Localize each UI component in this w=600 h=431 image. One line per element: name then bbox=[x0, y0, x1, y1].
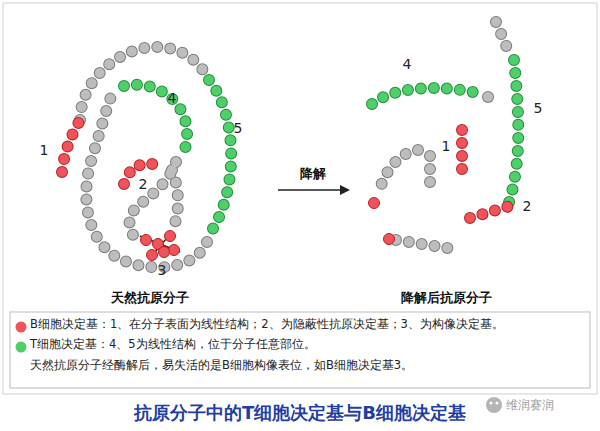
legend-frame bbox=[10, 312, 590, 388]
bead-chains bbox=[62, 22, 518, 267]
callout-number: 5 bbox=[534, 100, 543, 117]
callout-number: 1 bbox=[442, 138, 451, 155]
degradation-arrow bbox=[278, 189, 348, 191]
figure-caption: 天然抗原分子 bbox=[111, 290, 189, 306]
callout-number: 5 bbox=[234, 120, 243, 137]
title: 抗原分子中的T细胞决定基与B细胞决定基 bbox=[134, 402, 466, 424]
callout-number: 4 bbox=[403, 56, 412, 73]
red-ends bbox=[369, 198, 395, 245]
legend-swatch bbox=[15, 341, 27, 353]
legend-text: B细胞决定基：1、在分子表面为线性结构；2、为隐蔽性抗原决定基；3、为构像决定基… bbox=[30, 318, 504, 332]
watermark-icon bbox=[486, 397, 502, 413]
legend-dot bbox=[16, 322, 27, 333]
conformational-epitope bbox=[140, 231, 180, 261]
callout-number: 2 bbox=[139, 176, 148, 193]
callout-number: 3 bbox=[158, 262, 167, 279]
legend-swatch bbox=[15, 321, 27, 333]
callout-number: 4 bbox=[168, 90, 177, 107]
legend-note: 天然抗原分子经酶解后，易失活的是B细胞构像表位，如B细胞决定基3。 bbox=[30, 359, 413, 373]
arrow-label: 降解 bbox=[300, 166, 326, 182]
figure-caption: 降解后抗原分子 bbox=[401, 290, 492, 306]
callout-number: 2 bbox=[523, 198, 532, 215]
watermark: 维润赛润 bbox=[506, 398, 554, 412]
callout-number: 1 bbox=[40, 142, 49, 159]
legend-dot bbox=[16, 342, 27, 353]
legend-text: T细胞决定基：4、5为线性结构，位于分子任意部位。 bbox=[30, 338, 316, 352]
frame bbox=[3, 3, 597, 394]
